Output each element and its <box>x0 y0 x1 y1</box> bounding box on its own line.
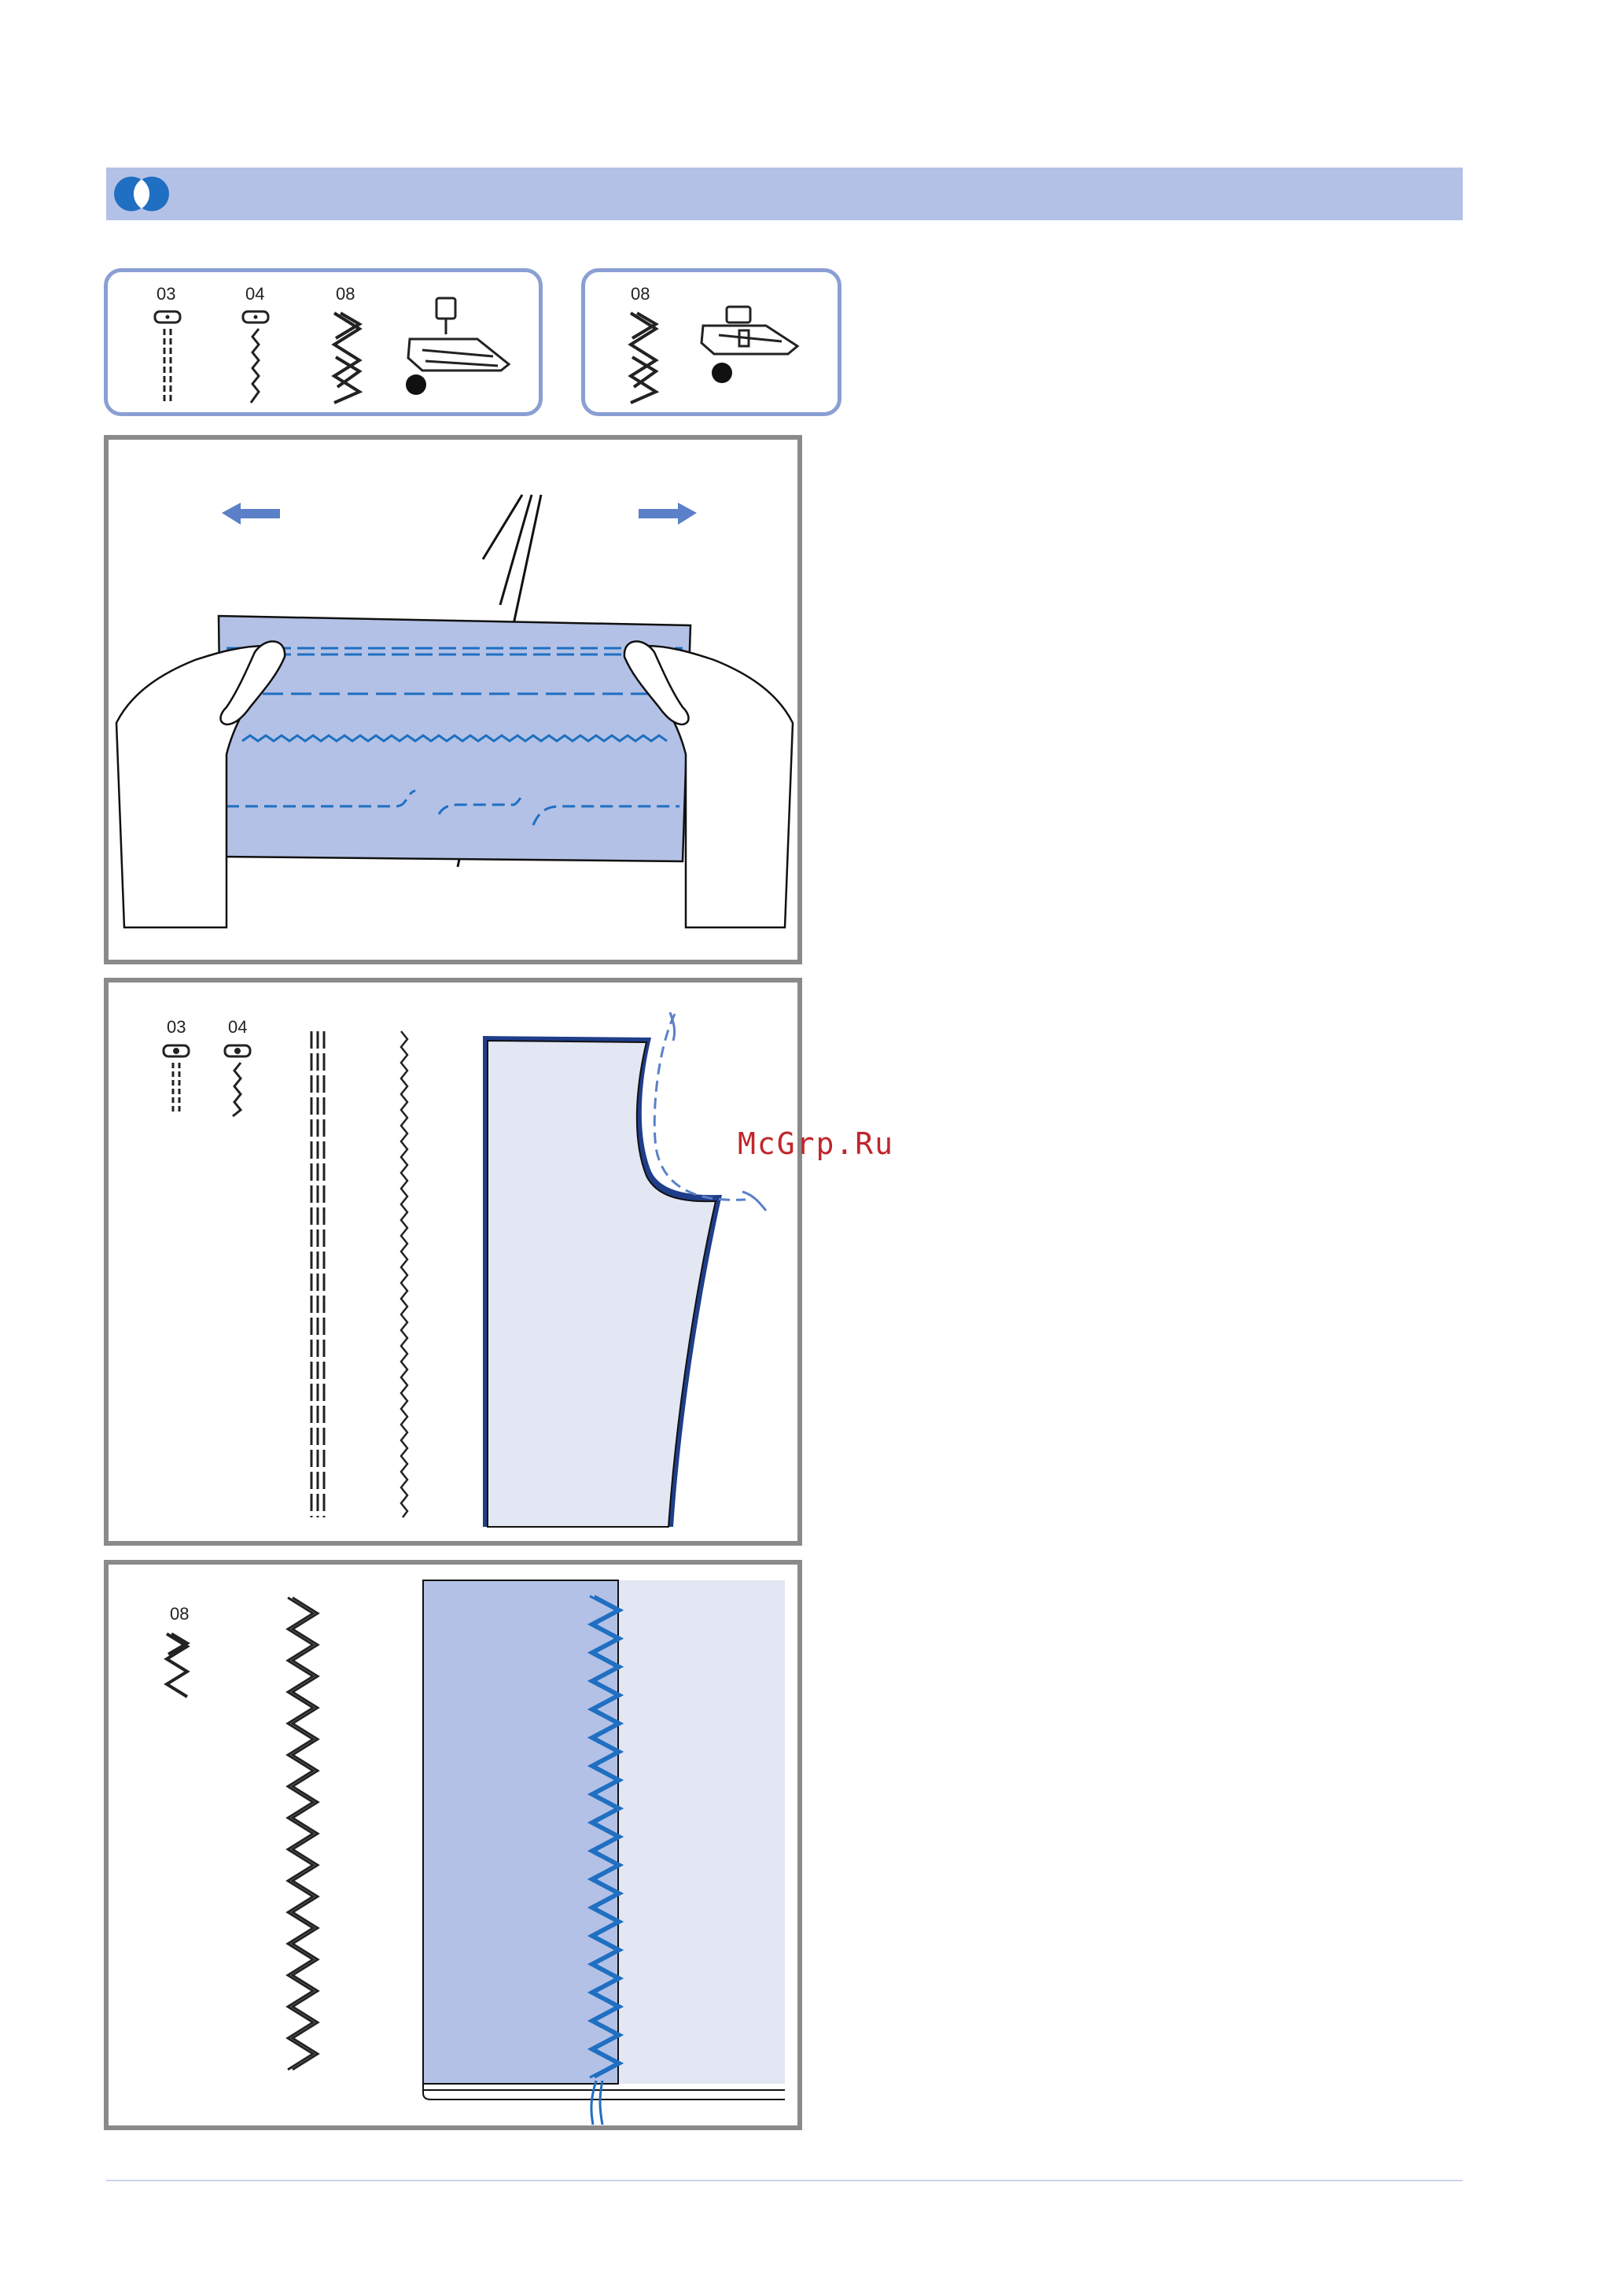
straight-triple-stitch-icon <box>152 310 183 404</box>
arrow-right-icon <box>639 503 697 525</box>
double-circle-icon <box>112 174 171 214</box>
zigzag-stitch-icon <box>330 310 366 404</box>
overcast-foot-panel: 08 <box>581 268 841 416</box>
stretch-fabric-illustration <box>104 435 802 964</box>
stitch-selection-panel: 03 04 08 <box>104 268 543 416</box>
watermark-text: McGrp.Ru <box>738 1126 894 1161</box>
zigzag-stitch-icon <box>626 310 662 404</box>
stitch-number-08: 08 <box>631 284 650 304</box>
straight-triple-stitch-icon <box>164 1045 189 1115</box>
stitch-number-08: 08 <box>336 284 355 304</box>
presser-foot-icon <box>399 292 517 402</box>
presser-foot-icon <box>695 304 805 390</box>
overcast-stitch-illustration: 08 <box>104 1560 802 2130</box>
stitch-number-04: 04 <box>245 284 264 304</box>
zigzag-stitch-icon <box>167 1634 187 1697</box>
section-header-bar <box>106 168 1463 220</box>
stretch-stitch-icon <box>240 310 271 404</box>
footer-divider <box>106 2180 1463 2181</box>
arrow-left-icon <box>222 503 280 525</box>
stretch-stitch-icon <box>225 1045 250 1116</box>
stretch-seam-illustration: 03 04 <box>104 978 802 1546</box>
stitch-number-03: 03 <box>157 284 175 304</box>
